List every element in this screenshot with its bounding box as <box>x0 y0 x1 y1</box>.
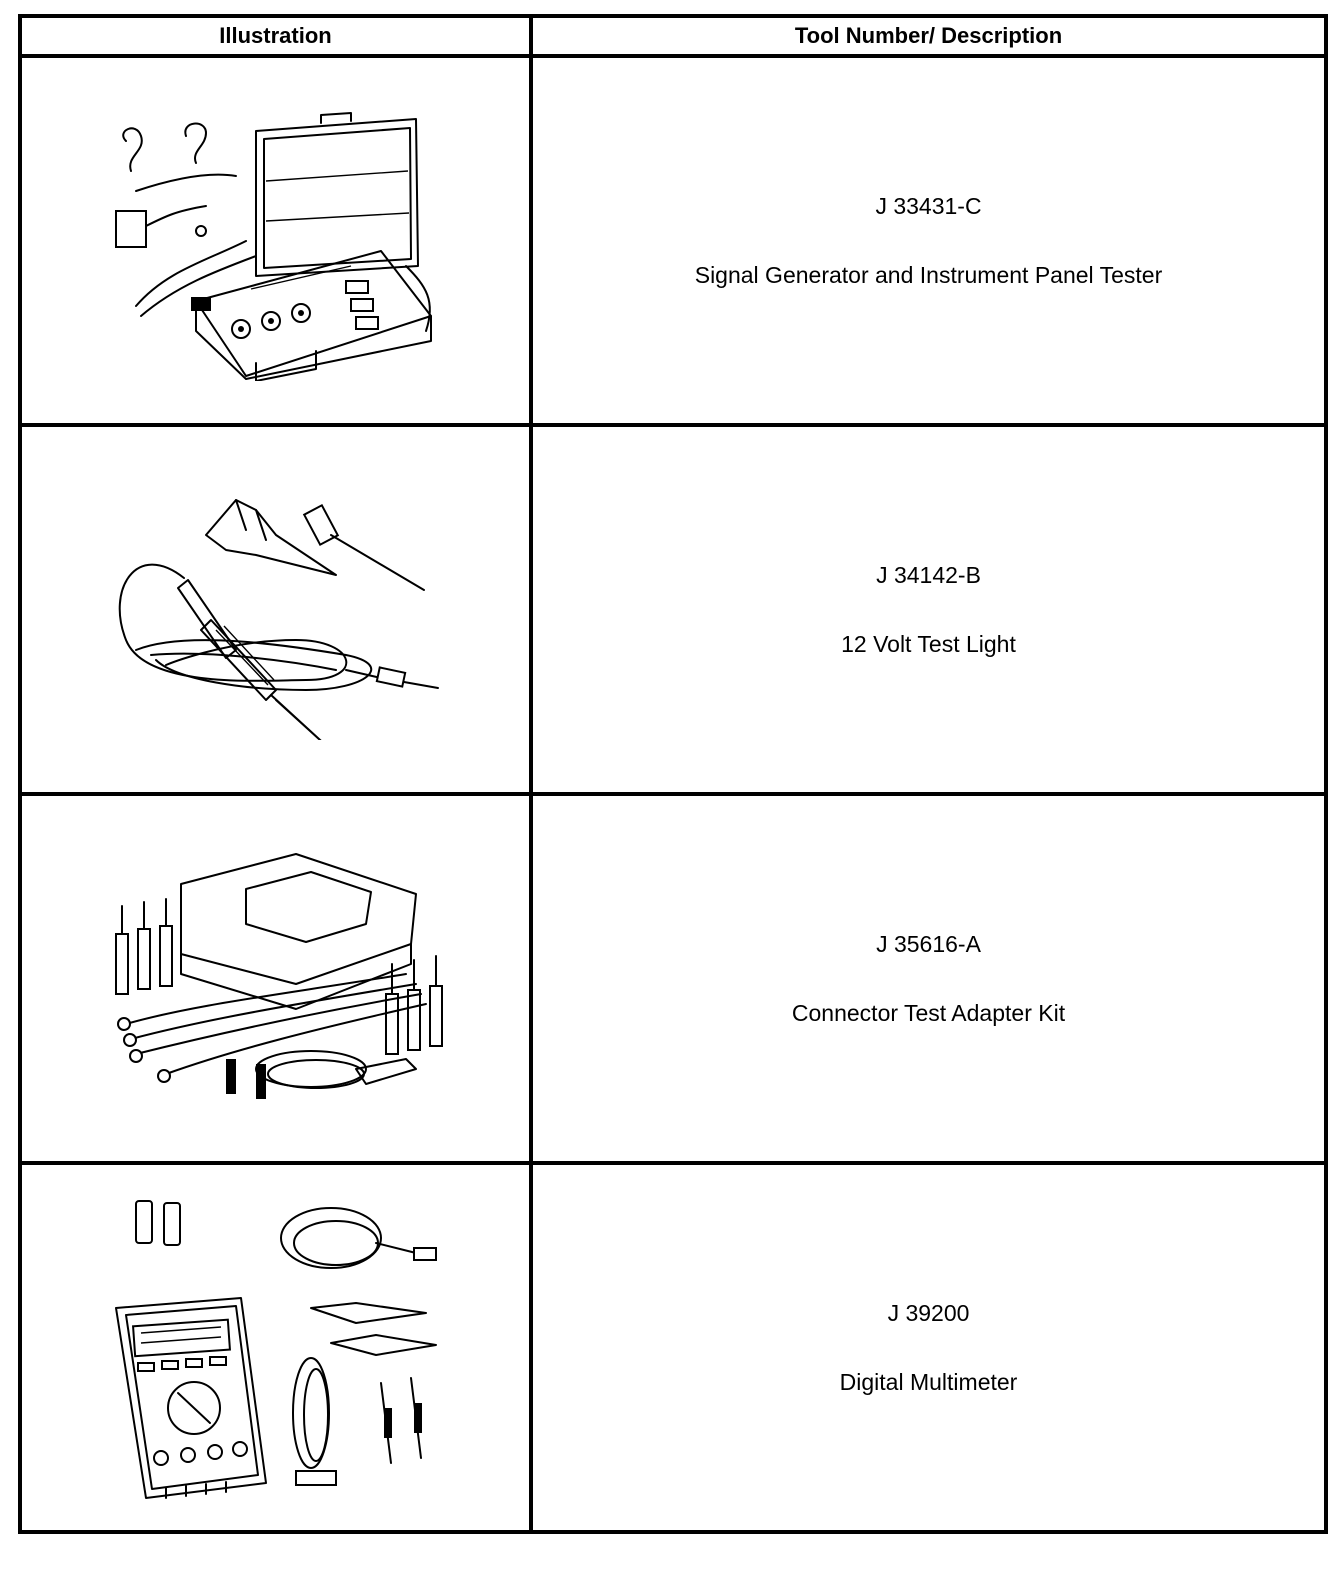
digital-multimeter-icon <box>114 1199 437 1499</box>
tool-description-cell: J 33431-C Signal Generator and Instrumen… <box>529 54 1328 427</box>
table-row: J 34142-B 12 Volt Test Light <box>18 423 1328 796</box>
illustration-cell <box>18 792 533 1165</box>
tool-number: J 35616-A <box>876 930 981 957</box>
illustration-cell <box>18 54 533 427</box>
tool-description-cell: J 34142-B 12 Volt Test Light <box>529 423 1328 796</box>
table-header-row: Illustration Tool Number/ Description <box>18 14 1328 58</box>
signal-generator-kit-icon <box>114 111 432 381</box>
illustration-cell <box>18 423 533 796</box>
table-row: J 39200 Digital Multimeter <box>18 1161 1328 1534</box>
tool-description: Digital Multimeter <box>839 1368 1018 1395</box>
table-row: J 35616-A Connector Test Adapter Kit <box>18 792 1328 1165</box>
tool-number: J 39200 <box>887 1299 970 1326</box>
tool-description: Signal Generator and Instrument Panel Te… <box>694 261 1163 288</box>
tool-description-cell: J 39200 Digital Multimeter <box>529 1161 1328 1534</box>
tool-description: 12 Volt Test Light <box>841 630 1016 657</box>
header-illustration: Illustration <box>18 14 533 58</box>
tool-number: J 34142-B <box>876 561 981 588</box>
test-light-icon <box>118 498 439 740</box>
table-row: J 33431-C Signal Generator and Instrumen… <box>18 54 1328 427</box>
illustration-cell <box>18 1161 533 1534</box>
connector-adapter-kit-icon <box>114 852 443 1099</box>
header-tool-description: Tool Number/ Description <box>529 14 1328 58</box>
tool-number: J 33431-C <box>875 192 982 219</box>
tool-description-cell: J 35616-A Connector Test Adapter Kit <box>529 792 1328 1165</box>
special-tools-table: Illustration Tool Number/ Description <box>18 14 1328 1534</box>
tool-description: Connector Test Adapter Kit <box>791 999 1066 1026</box>
